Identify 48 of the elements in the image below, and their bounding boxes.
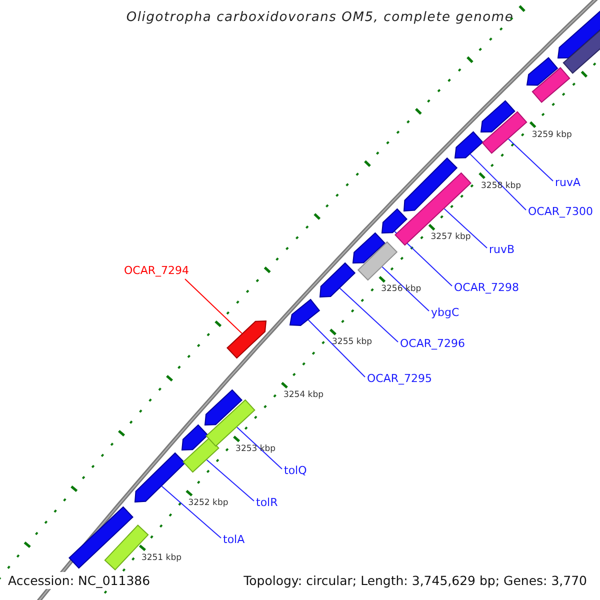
leader-line — [236, 426, 282, 470]
scale-label: 3255 kbp — [332, 337, 372, 347]
leader-line — [444, 208, 488, 248]
gene-bar — [482, 111, 528, 154]
scale-label: 3258 kbp — [481, 180, 522, 191]
gene-block — [480, 100, 516, 132]
gene-block — [526, 57, 558, 86]
leader-line — [308, 319, 366, 378]
gene-bar — [394, 172, 472, 246]
leader-line — [508, 138, 554, 182]
gene-label: tolQ — [284, 464, 307, 477]
gene-label: tolR — [256, 496, 278, 509]
gene-bar — [68, 506, 134, 569]
gene-label: OCAR_7300 — [528, 205, 594, 218]
gene-label: OCAR_7294 — [124, 264, 190, 277]
scale-label: 3256 kbp — [381, 284, 422, 294]
gene-label: OCAR_7295 — [367, 372, 432, 385]
scale-label: 3251 kbp — [141, 552, 182, 563]
gene-block — [226, 320, 267, 359]
gene-bar — [182, 437, 220, 473]
scale-label: 3253 kbp — [236, 444, 276, 454]
leader-line — [470, 154, 526, 210]
gene-label: ruvA — [555, 176, 581, 189]
leader-line — [382, 266, 430, 312]
gene-block — [454, 131, 484, 159]
leader-line — [339, 288, 398, 342]
gene-block — [134, 452, 186, 503]
gene-block — [204, 389, 242, 426]
gene-block — [319, 262, 356, 298]
gene-block — [181, 424, 208, 451]
scale-label: 3259 kbp — [532, 130, 572, 140]
title: Oligotropha carboxidovorans OM5, complete genome — [125, 10, 515, 25]
gene-label: ybgC — [431, 306, 460, 319]
gene-block — [289, 298, 320, 326]
gene-label: ruvB — [489, 243, 515, 256]
scale-label: 3257 kbp — [430, 232, 471, 242]
leader-line — [184, 278, 242, 334]
gene-bar — [357, 241, 398, 281]
gene-block — [381, 208, 408, 234]
gene-label: tolA — [223, 533, 245, 546]
gene-label: OCAR_7298 — [454, 281, 520, 294]
gene-block — [352, 232, 386, 264]
gene-block — [403, 157, 458, 212]
gene-bar — [532, 67, 570, 103]
leader-line — [161, 486, 222, 538]
scale-label: 3252 kbp — [188, 498, 228, 508]
scale-label: 3254 kbp — [283, 390, 324, 400]
gene-label: OCAR_7296 — [400, 337, 466, 350]
